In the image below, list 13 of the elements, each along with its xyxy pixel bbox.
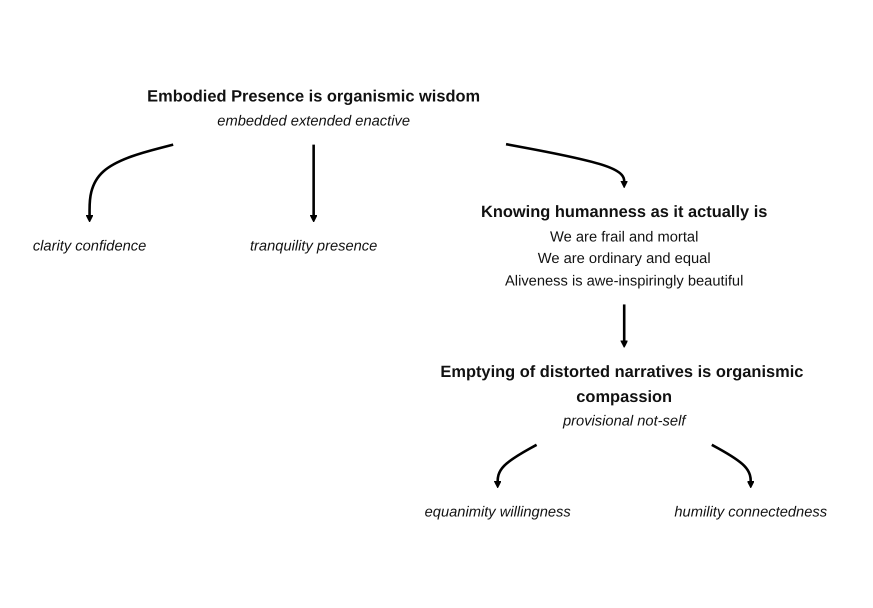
arrow bbox=[494, 444, 538, 488]
node-text: Knowing humanness as it actually is We are frail and mortal We are ordinary and equal Aliveness is awe-inspiringly beautiful bbox=[480, 203, 768, 288]
arrow bbox=[506, 142, 628, 188]
node-text: tranquility presence bbox=[250, 238, 378, 254]
node-text: Emptying of distorted narratives is organismic compassion provisional not-self bbox=[440, 363, 804, 429]
arrow bbox=[620, 304, 628, 348]
arrow bbox=[86, 143, 174, 222]
node-text: equanimity willingness bbox=[424, 504, 571, 520]
arrow bbox=[711, 444, 755, 488]
node-text: Embodied Presence is organismic wisdom embedded extended enactive bbox=[147, 88, 480, 129]
arrow bbox=[310, 144, 318, 222]
node-text: humility connectedness bbox=[674, 504, 828, 520]
node-text: clarity confidence bbox=[32, 238, 146, 254]
